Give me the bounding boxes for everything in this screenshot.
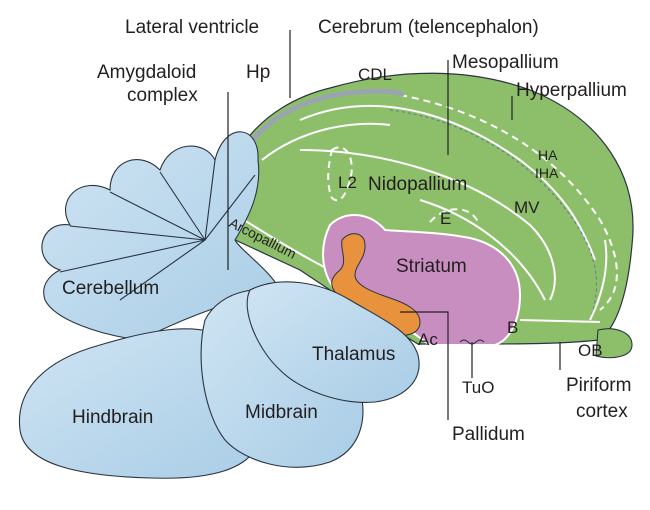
- label-amygdaloid-line1: Amygdaloid: [97, 62, 196, 83]
- label-hyperpallium: Hyperpallium: [516, 80, 627, 101]
- label-lateral-ventricle: Lateral ventricle: [125, 17, 259, 38]
- label-mv: MV: [514, 198, 540, 217]
- label-midbrain: Midbrain: [245, 402, 318, 423]
- label-amygdaloid-line2: complex: [127, 85, 198, 106]
- label-piriform-line2: cortex: [576, 401, 628, 422]
- label-cerebrum: Cerebrum (telencephalon): [318, 17, 539, 38]
- label-thalamus: Thalamus: [312, 344, 395, 365]
- label-nidopallium: Nidopallium: [368, 174, 467, 195]
- label-iha: IHA: [535, 165, 559, 181]
- label-piriform-line1: Piriform: [566, 375, 631, 396]
- label-hindbrain: Hindbrain: [72, 407, 153, 428]
- label-e: E: [440, 209, 451, 228]
- label-striatum: Striatum: [396, 256, 467, 277]
- label-ha: HA: [538, 147, 558, 163]
- label-b: B: [507, 318, 518, 337]
- label-ac: Ac: [418, 330, 438, 349]
- label-cerebellum: Cerebellum: [62, 278, 159, 299]
- label-pallidum: Pallidum: [452, 424, 525, 445]
- label-hp: Hp: [246, 62, 270, 83]
- label-cdl: CDL: [358, 65, 392, 84]
- label-l2: L2: [338, 173, 357, 192]
- label-ob: OB: [578, 341, 603, 360]
- label-mesopallium: Mesopallium: [452, 52, 559, 73]
- label-tuo: TuO: [462, 378, 494, 397]
